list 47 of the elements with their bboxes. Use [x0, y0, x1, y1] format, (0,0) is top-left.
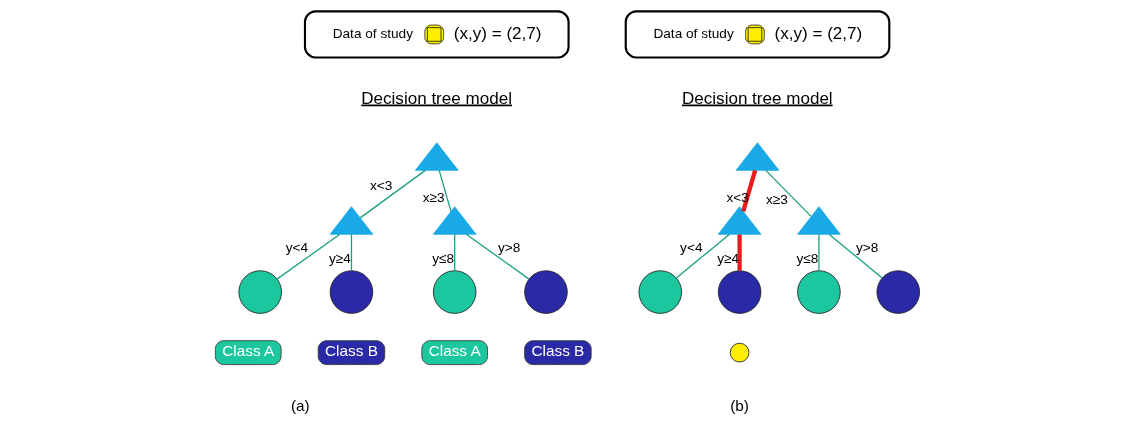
edge-label: y<4 [679, 239, 702, 255]
node-circle [638, 270, 682, 314]
connector [359, 169, 426, 219]
node-triangle [796, 206, 841, 235]
node-circle [796, 270, 841, 314]
edge-label: y≤8 [431, 251, 454, 267]
label: Decision tree model [681, 88, 833, 108]
node-box: Data of study (x,y) = (2,7) [624, 10, 890, 59]
node-circle [432, 270, 476, 314]
connector [350, 233, 352, 272]
edge-label: y≥4 [328, 251, 351, 267]
edge-label: x≥3 [765, 192, 788, 208]
connector [465, 233, 529, 280]
connector [736, 234, 742, 271]
node-triangle [735, 142, 779, 171]
label: (a) [290, 396, 310, 414]
node-circle [876, 270, 920, 314]
node-box: Class A [214, 340, 282, 365]
node-triangle [432, 206, 476, 235]
node-circle [729, 342, 749, 363]
connector [764, 169, 812, 217]
connector [675, 233, 730, 279]
node-triangle [329, 206, 373, 235]
label: (b) [729, 396, 749, 414]
node-box: Data of study (x,y) = (2,7) [303, 10, 570, 59]
connector [817, 233, 820, 272]
edge-label: x<3 [369, 177, 392, 193]
edge-label: y≤8 [795, 251, 818, 267]
connector [276, 233, 340, 280]
edge-label: x≥3 [422, 189, 445, 205]
connector [828, 233, 883, 279]
edge-label: y>8 [497, 240, 520, 256]
edge-label: y<4 [285, 240, 308, 256]
node-circle [237, 270, 282, 314]
edge-label: y>8 [855, 239, 878, 255]
node-triangle [414, 142, 459, 171]
node-circle [329, 270, 373, 314]
node-box: Class B [523, 340, 592, 365]
label: Decision tree model [360, 88, 512, 108]
node-circle [523, 270, 568, 314]
connector [453, 233, 455, 272]
node-circle [717, 270, 761, 314]
node-box: Class B [317, 340, 385, 365]
connector [740, 169, 757, 213]
node-box: Class A [420, 340, 488, 365]
connector [438, 169, 452, 213]
node-triangle [717, 206, 761, 235]
